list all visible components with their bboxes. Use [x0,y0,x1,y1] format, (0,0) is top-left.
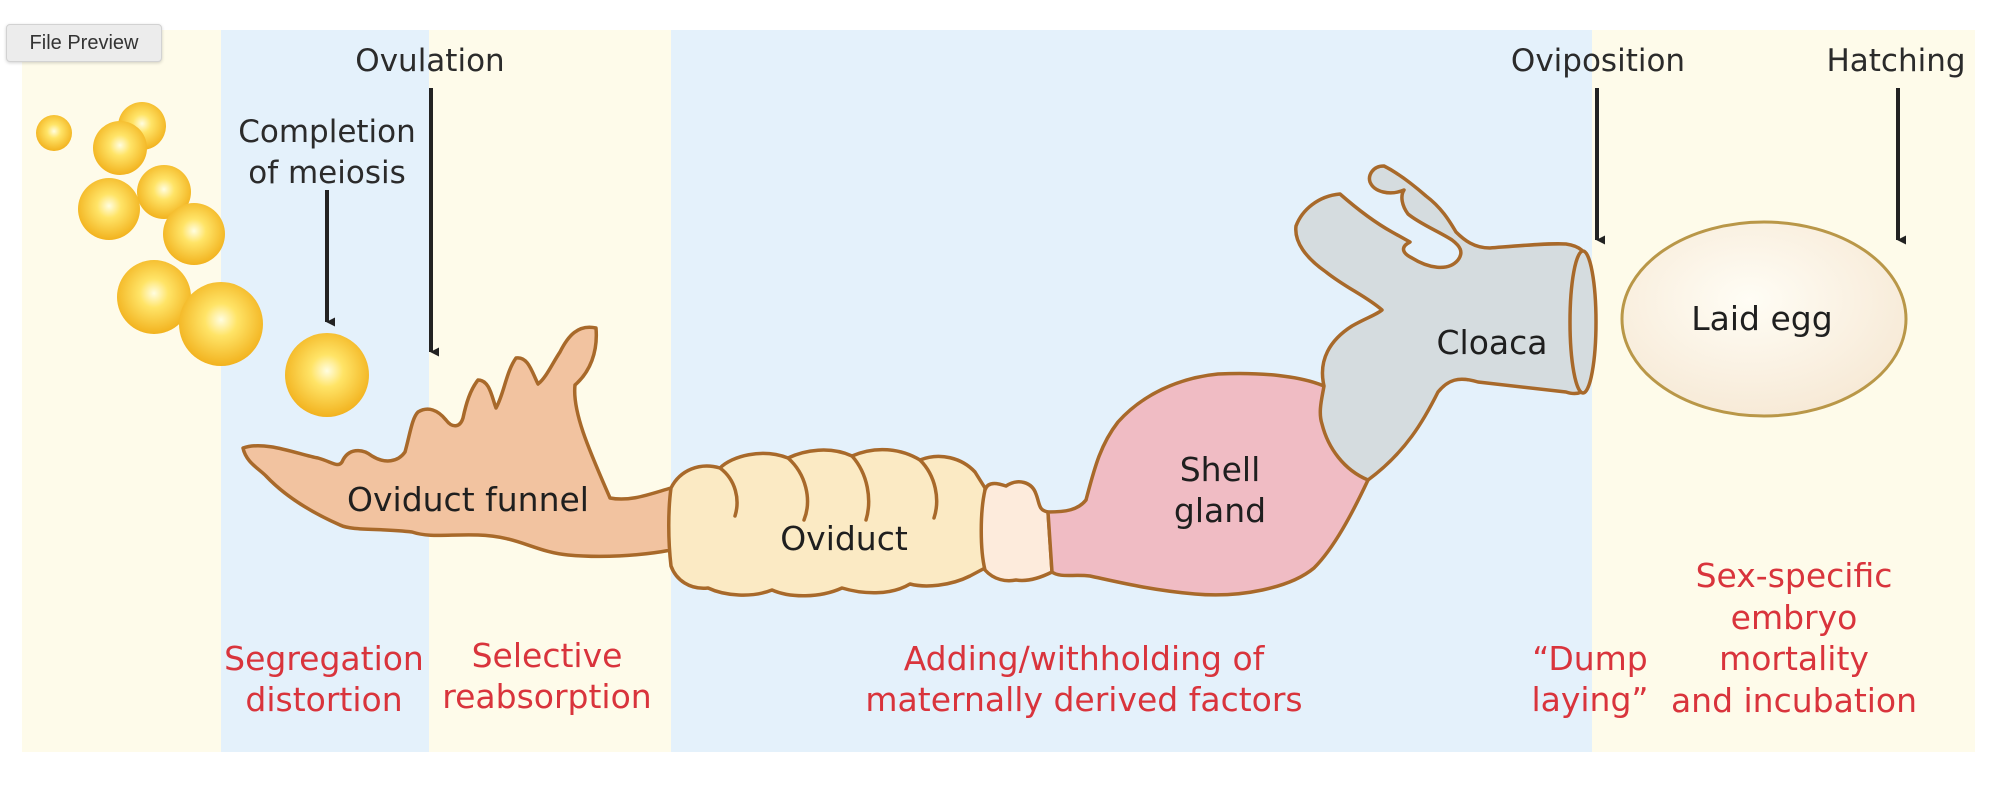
shell-gland-label-line1: Shell [1180,450,1261,489]
sex-specific-label-line4: and incubation [1671,681,1917,720]
hatching-label: Hatching [1826,43,1965,79]
ovulated-ovum [285,333,369,417]
maternal-label-line1: Adding/withholding of [904,639,1266,678]
follicle [36,115,72,151]
dump-laying-label-line2: laying” [1531,680,1648,719]
maternal-label-line2: maternally derived factors [865,680,1302,719]
completion-label-line2: of meiosis [248,155,406,191]
cloaca-label: Cloaca [1437,323,1548,362]
sex-specific-label-line1: Sex-specific [1696,556,1893,595]
follicle [137,165,191,219]
funnel-label: Oviduct funnel [347,480,589,519]
oviduct-folds [718,454,939,522]
follicle [179,282,263,366]
follicle [93,121,147,175]
sex-specific-label-line3: mortality [1719,639,1869,678]
segregation-label-line2: distortion [245,680,402,719]
oviduct-label: Oviduct [780,519,908,558]
cloaca-vent [1568,249,1598,395]
ovary-follicles [36,102,369,417]
follicle [78,178,140,240]
oviposition-label: Oviposition [1511,43,1685,79]
cloaca-shape [1294,164,1590,482]
oviduct-funnel-shape [241,325,673,559]
laid-egg-label: Laid egg [1691,299,1832,338]
file-preview-button[interactable]: File Preview [6,24,162,62]
follicle [117,260,191,334]
segregation-label-line1: Segregation [224,639,424,678]
laid-egg-shape [1620,220,1908,418]
sex-specific-label-line2: embryo [1731,598,1858,637]
shell-gland-label-line2: gland [1174,491,1266,530]
dump-laying-label-line1: “Dump [1532,639,1648,678]
reabsorption-label-line2: reabsorption [442,677,651,716]
completion-label-line1: Completion [238,114,416,150]
reabsorption-label-line1: Selective [472,636,623,675]
ovulation-label: Ovulation [355,43,504,79]
follicle [163,203,225,265]
arrows [325,88,1907,357]
